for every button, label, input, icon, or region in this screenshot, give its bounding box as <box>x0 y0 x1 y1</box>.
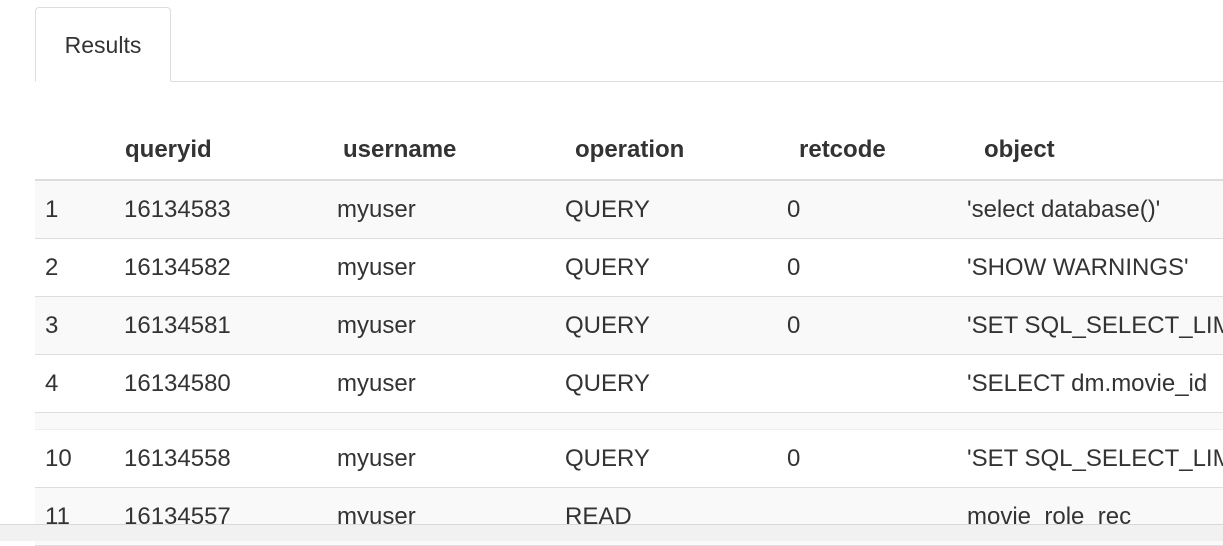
username-cell: myuser <box>337 196 416 223</box>
column-header-username[interactable]: username <box>343 136 457 163</box>
results-tab-bar: Results <box>35 0 1223 82</box>
queryid-cell: 16134583 <box>124 196 231 223</box>
queryid-cell: 16134558 <box>124 445 231 472</box>
table-header-row: queryid username operation retcode objec… <box>35 122 1223 181</box>
row-number-cell: 2 <box>45 254 59 281</box>
table-row[interactable]: 1 16134583 myuser QUERY 0 'select databa… <box>35 181 1223 239</box>
username-cell: myuser <box>337 445 416 472</box>
object-cell: 'SET SQL_SELECT_LIMIT=DEFAULT' <box>967 445 1223 472</box>
tab-bar-divider <box>35 81 1223 82</box>
retcode-cell: 0 <box>787 254 801 281</box>
username-cell: myuser <box>337 370 416 397</box>
retcode-cell: 0 <box>787 312 801 339</box>
table-row[interactable]: 3 16134581 myuser QUERY 0 'SET SQL_SELEC… <box>35 297 1223 355</box>
row-gap-separator <box>35 413 1223 430</box>
tab-results[interactable]: Results <box>35 7 171 82</box>
results-table: queryid username operation retcode objec… <box>35 122 1223 546</box>
row-number-cell: 10 <box>45 445 72 472</box>
column-header-operation[interactable]: operation <box>575 136 685 163</box>
table-row[interactable]: 4 16134580 myuser QUERY 'SELECT dm.movie… <box>35 355 1223 413</box>
object-cell: 'select database()' <box>967 196 1161 223</box>
table-row[interactable]: 10 16134558 myuser QUERY 0 'SET SQL_SELE… <box>35 430 1223 488</box>
row-number-cell: 4 <box>45 370 59 397</box>
table-row[interactable]: 2 16134582 myuser QUERY 0 'SHOW WARNINGS… <box>35 239 1223 297</box>
column-header-object[interactable]: object <box>984 136 1055 163</box>
queryid-cell: 16134580 <box>124 370 231 397</box>
username-cell: myuser <box>337 254 416 281</box>
operation-cell: QUERY <box>565 254 650 281</box>
username-cell: myuser <box>337 312 416 339</box>
retcode-cell: 0 <box>787 196 801 223</box>
object-cell: 'SET SQL_SELECT_LIMIT=DEFAULT' <box>967 312 1223 339</box>
object-cell: 'SELECT dm.movie_id <box>967 370 1208 397</box>
horizontal-scrollbar[interactable] <box>0 524 1223 541</box>
operation-cell: QUERY <box>565 445 650 472</box>
column-header-retcode[interactable]: retcode <box>799 136 886 163</box>
row-number-cell: 1 <box>45 196 59 223</box>
queryid-cell: 16134582 <box>124 254 231 281</box>
operation-cell: QUERY <box>565 196 650 223</box>
operation-cell: QUERY <box>565 312 650 339</box>
retcode-cell: 0 <box>787 445 801 472</box>
queryid-cell: 16134581 <box>124 312 231 339</box>
operation-cell: QUERY <box>565 370 650 397</box>
row-number-cell: 3 <box>45 312 59 339</box>
object-cell: 'SHOW WARNINGS' <box>967 254 1189 281</box>
column-header-queryid[interactable]: queryid <box>125 136 212 163</box>
